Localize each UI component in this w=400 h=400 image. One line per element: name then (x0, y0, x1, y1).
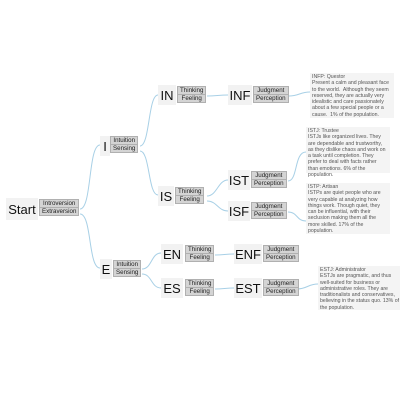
inf-node-label: INF (229, 87, 251, 103)
isf-perception-label: Perception (251, 210, 287, 219)
es-feeling-label: Feeling (185, 287, 215, 296)
enf-perception-label: Perception (263, 253, 299, 262)
in-dimension-labels: Thinking Feeling (177, 86, 207, 103)
es-node-label: ES (163, 280, 181, 296)
start-dimension-labels: Introversion Extraversion (39, 199, 80, 216)
is-feeling-label: Feeling (175, 195, 205, 204)
i-sensing-label: Sensing (110, 144, 139, 153)
istp-note: ISTP: Artisan ISTPs are quiet people who… (306, 183, 390, 234)
est-dimension-labels: Judgment Perception (263, 279, 299, 296)
en-node[interactable]: EN (161, 244, 183, 264)
enf-node-label: ENF (235, 246, 261, 262)
enf-dimension-labels: Judgment Perception (263, 245, 299, 262)
isf-node-label: ISF (228, 203, 250, 219)
e-dimension-labels: Intuition Sensing (113, 260, 142, 277)
inf-perception-label: Perception (253, 94, 289, 103)
infp-note: INFP: Questor Present a calm and pleasan… (310, 73, 394, 118)
ist-dimension-labels: Judgment Perception (251, 171, 287, 188)
is-dimension-labels: Thinking Feeling (175, 187, 205, 204)
e-sensing-label: Sensing (113, 268, 142, 277)
estj-note: ESTJ: Administrator ESTJs are pragmatic,… (318, 266, 400, 311)
in-feeling-label: Feeling (177, 94, 207, 103)
extraversion-label: Extraversion (39, 207, 80, 216)
i-dimension-labels: Intuition Sensing (110, 136, 139, 153)
ist-node-label: IST (228, 172, 250, 188)
in-node-label: IN (160, 87, 174, 103)
en-feeling-label: Feeling (185, 253, 215, 262)
en-dimension-labels: Thinking Feeling (185, 245, 215, 262)
e-node[interactable]: E (100, 259, 112, 279)
ist-perception-label: Perception (251, 179, 287, 188)
es-dimension-labels: Thinking Feeling (185, 279, 215, 296)
i-node[interactable]: I (100, 136, 110, 156)
start-node[interactable]: Start (6, 198, 38, 220)
e-node-label: E (101, 261, 111, 277)
est-node[interactable]: EST (234, 278, 262, 298)
is-node-label: IS (159, 188, 173, 204)
is-node[interactable]: IS (158, 186, 174, 206)
en-node-label: EN (162, 246, 182, 262)
istj-note: ISTJ: Trustee ISTJs like organized lives… (306, 127, 390, 178)
enf-node[interactable]: ENF (234, 244, 262, 264)
i-node-label: I (103, 138, 107, 154)
es-node[interactable]: ES (161, 278, 183, 298)
start-node-label: Start (8, 201, 36, 217)
isf-node[interactable]: ISF (228, 201, 250, 221)
isf-dimension-labels: Judgment Perception (251, 202, 287, 219)
inf-node[interactable]: INF (228, 85, 252, 105)
est-node-label: EST (235, 280, 261, 296)
est-perception-label: Perception (263, 287, 299, 296)
inf-dimension-labels: Judgment Perception (253, 86, 289, 103)
in-node[interactable]: IN (158, 85, 176, 105)
ist-node[interactable]: IST (228, 170, 250, 190)
